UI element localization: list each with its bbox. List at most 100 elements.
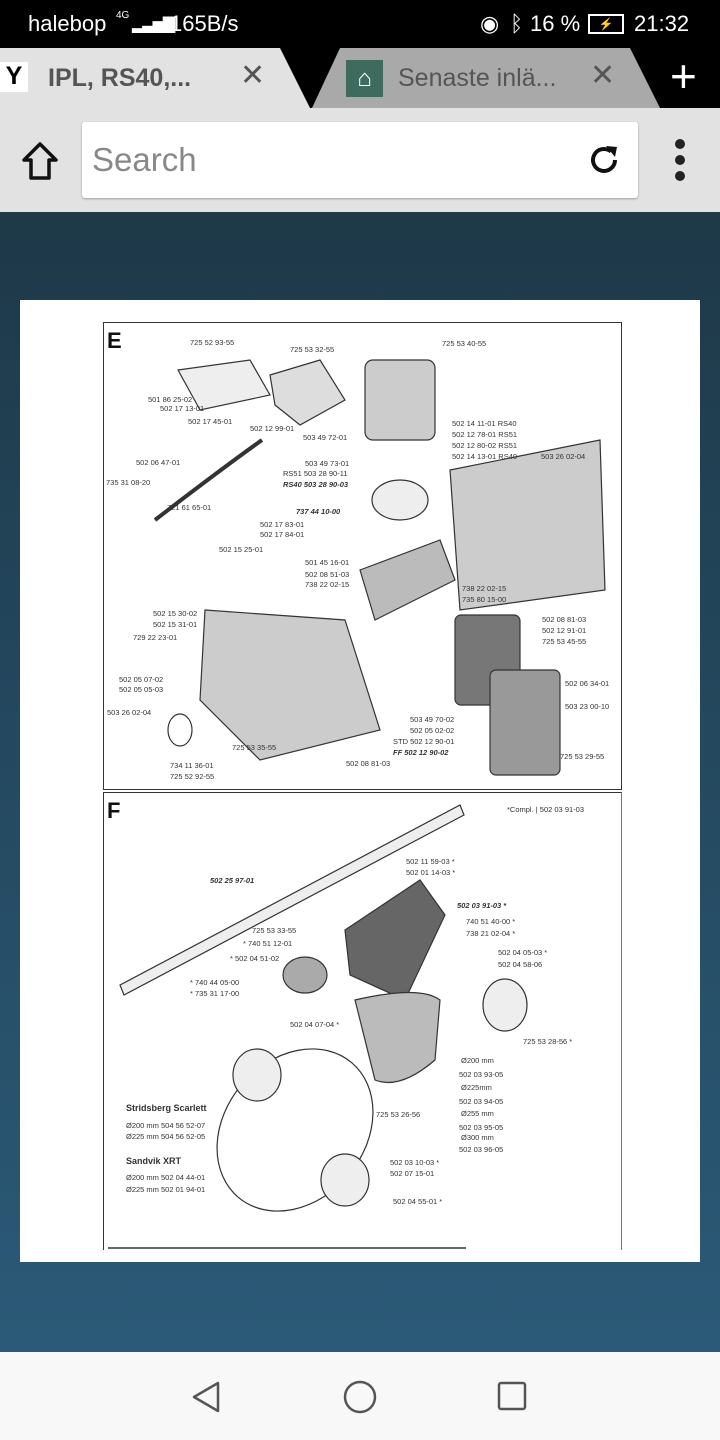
- part-number-label: Ø225 mm 502 01 94-01: [126, 1185, 206, 1194]
- part-number-label: 725 53 35-55: [232, 743, 277, 752]
- search-input[interactable]: [92, 138, 572, 182]
- carrier: halebop: [28, 11, 107, 36]
- part-number-label: 738 22 02-15: [462, 584, 507, 593]
- part-number-label: * 502 04 51-02: [230, 954, 280, 963]
- part-number-label: 503 49 70-02: [410, 715, 455, 724]
- part-number-label: 725 53 29-55: [560, 752, 605, 761]
- close-tab-icon[interactable]: ✕: [590, 59, 616, 92]
- house-favicon-icon: ⌂: [346, 60, 383, 97]
- home-nav-icon[interactable]: [342, 1379, 378, 1415]
- part-number-label: RS40 503 28 90-03: [283, 480, 349, 489]
- part-number-label: 502 03 96-05: [459, 1145, 504, 1154]
- network-speed: 165B/s: [170, 11, 239, 36]
- part-number-label: FF 502 12 90-02: [393, 748, 449, 757]
- part-number-label: 725 53 40-55: [442, 339, 487, 348]
- part-number-label: 502 14 13-01 RS40: [452, 452, 518, 461]
- clock: 21:32: [634, 11, 690, 36]
- part-number-label: 502 17 84-01: [260, 530, 305, 539]
- part-number-label: 502 07 15-01: [390, 1169, 435, 1178]
- section-e-parts: [153, 359, 606, 776]
- part-number-label: Ø200 mm 504 56 52-07: [126, 1121, 206, 1130]
- part-number-label: Ø225 mm 504 56 52-05: [126, 1132, 206, 1141]
- back-icon[interactable]: [190, 1380, 222, 1414]
- recents-icon[interactable]: [496, 1380, 528, 1412]
- part-number-label: 503 26 02-04: [541, 452, 586, 461]
- new-tab-icon[interactable]: +: [670, 50, 697, 102]
- seal: [167, 713, 193, 747]
- piston: [371, 479, 429, 521]
- part-number-label: 502 17 45-01: [188, 417, 233, 426]
- tab-active[interactable]: Y IPL, RS40,... ✕: [0, 48, 310, 108]
- part-number-label: 502 04 55-01 *: [393, 1197, 443, 1206]
- browser-toolbar: [0, 108, 720, 212]
- part-number-label: Ø200 mm 502 04 44-01: [126, 1173, 206, 1182]
- outer-flange: [320, 1153, 370, 1207]
- part-number-label: 502 12 91-01: [542, 626, 587, 635]
- part-number-label: 737 44 10-00: [296, 507, 341, 516]
- part-number-label: 502 17 13-01: [160, 404, 205, 413]
- reload-icon[interactable]: [586, 142, 622, 178]
- part-number-label: 740 51 40-00 *: [466, 917, 516, 926]
- blade-guard: [354, 991, 441, 1084]
- part-number-label: 502 17 83-01: [260, 520, 305, 529]
- part-number-label: 501 86 25-02: [148, 395, 193, 404]
- part-number-label: 738 21 02-04 *: [466, 929, 516, 938]
- part-number-label: 502 06 47-01: [136, 458, 181, 467]
- part-number-label: 725 52 92-55: [170, 772, 215, 781]
- close-tab-icon[interactable]: ✕: [240, 59, 266, 92]
- intake-manifold: [177, 359, 271, 411]
- part-number-label: Ø225mm: [461, 1083, 492, 1092]
- part-number-label: 725 53 45-55: [542, 637, 587, 646]
- eye-icon: ◉: [480, 11, 500, 36]
- flange: [482, 978, 528, 1032]
- part-number-label: 502 08 51-03: [305, 570, 350, 579]
- part-number-label: 502 25 97-01: [210, 876, 255, 885]
- section-f-frame: [103, 792, 622, 1250]
- bluetooth-icon: ᛒ: [510, 11, 524, 36]
- part-number-label: 502 12 80-02 RS51: [452, 441, 518, 450]
- part-number-label: 502 15 31-01: [153, 620, 198, 629]
- menu-icon[interactable]: [672, 138, 688, 182]
- shaft: [119, 804, 465, 996]
- part-number-label: 502 12 78-01 RS51: [452, 430, 518, 439]
- status-bar: halebop 4G ▂▃▅▇ 165B/s ◉ ᛒ 16 % ⚡ 21:32: [0, 0, 720, 48]
- part-number-label: 503 23 00-10: [565, 702, 610, 711]
- section-e-frame: [103, 322, 622, 790]
- part-number-label: STD 502 12 90-01: [393, 737, 455, 746]
- part-number-label: 502 04 07-04 *: [290, 1020, 340, 1029]
- section-f-heading: F: [107, 798, 121, 823]
- tab-inactive[interactable]: ⌂ Senaste inlä... ✕: [312, 48, 660, 108]
- part-number-label: 729 22 23-01: [133, 633, 178, 642]
- blade-flange: [232, 1048, 282, 1102]
- part-number-label: 735 31 08-20: [106, 478, 151, 487]
- part-number-label: Stridsberg Scarlett: [126, 1103, 207, 1113]
- part-number-label: 503 26 02-04: [107, 708, 152, 717]
- crankcase-left: [199, 609, 381, 761]
- part-number-label: 502 03 10-03 *: [390, 1158, 440, 1167]
- part-number-label: 738 22 02-15: [305, 580, 350, 589]
- home-icon[interactable]: [20, 140, 60, 182]
- part-number-label: * 735 31 17-00: [190, 989, 240, 998]
- section-f-parts: [108, 804, 528, 1249]
- part-number-label: 502 12 99-01: [250, 424, 295, 433]
- part-number-label: 502 03 91-03 *: [457, 901, 507, 910]
- part-number-label: Ø255 mm: [461, 1109, 494, 1118]
- part-number-label: 502 06 34-01: [565, 679, 610, 688]
- part-number-label: 502 03 94-05: [459, 1097, 504, 1106]
- cylinder: [364, 359, 436, 441]
- battery-icon: ⚡: [588, 14, 624, 34]
- search-box[interactable]: [82, 122, 638, 198]
- part-number-label: RS51 503 28 90-11: [283, 469, 348, 478]
- part-number-label: 502 11 59-03 *: [406, 857, 455, 866]
- part-number-label: 725 52 93-55: [190, 338, 235, 347]
- part-number-label: 735 80 15-00: [462, 595, 507, 604]
- signal-icon: ▂▃▅▇: [132, 16, 175, 33]
- part-number-label: Ø300 mm: [461, 1133, 494, 1142]
- part-number-label: 502 05 05-03: [119, 685, 164, 694]
- network-type: 4G: [116, 10, 130, 21]
- part-number-label: 501 45 16-01: [305, 558, 350, 567]
- part-number-label: 725 53 28-56 *: [523, 1037, 573, 1046]
- part-number-label: 502 04 58-06: [498, 960, 543, 969]
- part-number-label: 725 53 33-55: [252, 926, 297, 935]
